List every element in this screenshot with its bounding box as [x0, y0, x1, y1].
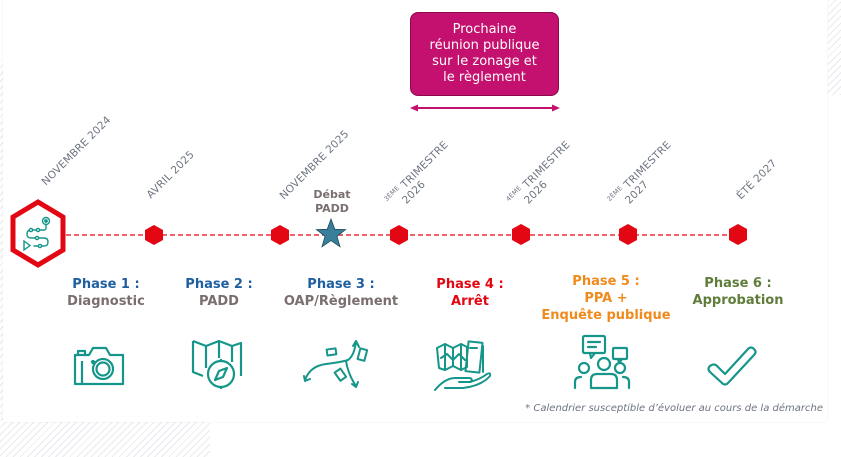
meeting-period-arrow: [410, 104, 560, 112]
milestone-hexagon-t3-2026: [390, 225, 408, 245]
checkmark-icon: [707, 346, 757, 386]
map-compass-icon: [191, 339, 243, 389]
phase-5-name-line1: PPA +: [584, 291, 628, 306]
phase-5-label: Phase 5 : PPA + Enquête publique: [541, 273, 670, 324]
phase-3-label: Phase 3 : OAP/Règlement: [284, 276, 398, 310]
people-discussion-icon: [573, 334, 631, 390]
phase-2-title: Phase 2 :: [185, 277, 253, 292]
routes-arrows-icon: [303, 340, 369, 388]
phase-4-label: Phase 4 : Arrêt: [436, 276, 503, 310]
phase-2-name: PADD: [199, 294, 239, 309]
phase-6-title: Phase 6 :: [704, 276, 772, 291]
phase-4-name: Arrêt: [451, 294, 489, 309]
phase-5-name-line2: Enquête publique: [541, 308, 671, 323]
callout-line-3: sur le zonage et: [432, 54, 537, 69]
phase-3-title: Phase 3 :: [307, 277, 375, 292]
phase-2-label: Phase 2 : PADD: [185, 276, 252, 310]
milestone-hexagon-t2-2027: [619, 224, 637, 245]
callout-line-1: Prochaine: [452, 22, 517, 37]
milestone-hexagon-avril-2025: [145, 225, 163, 245]
hatch-decoration-bottom-left: [0, 420, 210, 457]
phase-6-name: Approbation: [692, 293, 784, 308]
start-hexagon-marker: [10, 199, 66, 268]
phase-5-title: Phase 5 :: [572, 274, 640, 289]
phase-1-title: Phase 1 :: [72, 277, 140, 292]
phase-4-title: Phase 4 :: [436, 277, 504, 292]
milestone-hexagon-t4-2026: [512, 224, 530, 245]
callout-line-4: le règlement: [443, 70, 526, 85]
route-path-icon: [23, 216, 51, 252]
footnote: * Calendrier susceptible d’évoluer au co…: [525, 403, 823, 414]
debat-padd-label: Débat PADD: [313, 188, 351, 215]
debat-padd-star-marker: [315, 217, 347, 248]
phase-3-name: OAP/Règlement: [283, 294, 399, 309]
hatch-decoration-left: [0, 60, 3, 420]
camera-icon: [73, 346, 125, 386]
milestone-hexagon-ete-2027: [729, 224, 747, 245]
next-meeting-callout: Prochaine réunion publique sur le zonage…: [410, 12, 559, 96]
hatch-decoration-right: [828, 0, 841, 95]
phase-1-name: Diagnostic: [67, 294, 145, 309]
phase-6-label: Phase 6 : Approbation: [693, 275, 784, 309]
callout-line-2: réunion publique: [429, 38, 540, 53]
milestone-hexagon-novembre-2025: [271, 225, 289, 245]
hand-documents-icon: [434, 340, 492, 391]
phase-1-label: Phase 1 : Diagnostic: [67, 276, 145, 310]
